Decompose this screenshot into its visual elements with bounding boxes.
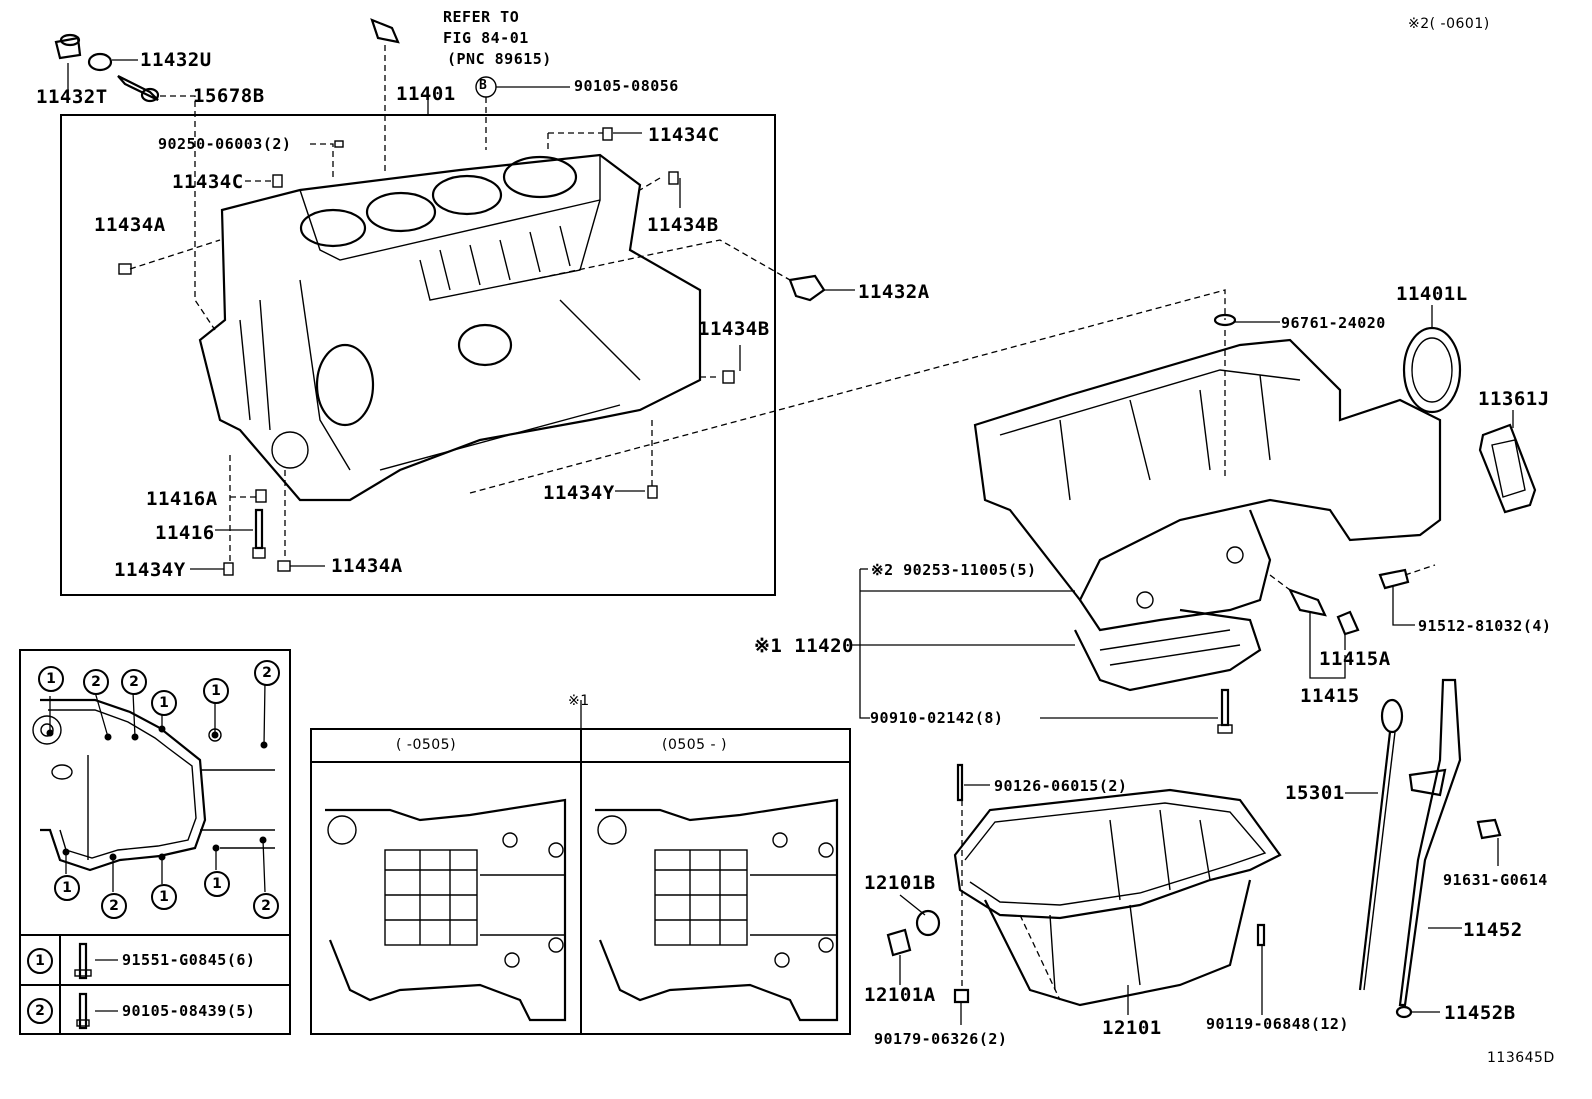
variant-left-drawing [325, 798, 567, 1022]
legend-key-2: 2 [27, 998, 53, 1024]
label-11361J[interactable]: 11361J [1478, 388, 1550, 410]
label-11434A-lower[interactable]: 11434A [331, 555, 403, 577]
label-11415A[interactable]: 11415A [1319, 648, 1391, 670]
label-11434Y-right[interactable]: 11434Y [543, 482, 615, 504]
legend-mark: 1 [203, 678, 229, 704]
label-11432U[interactable]: 11432U [140, 49, 212, 71]
legend-mark: 1 [151, 884, 177, 910]
label-15301[interactable]: 15301 [1285, 782, 1345, 804]
variant-left-range: ( -0505) [396, 737, 457, 753]
label-11432T[interactable]: 11432T [36, 86, 108, 108]
bolt-legend-panel-frame [19, 649, 291, 1035]
label-96761-24020[interactable]: 96761-24020 [1281, 314, 1386, 332]
note1-marker: ※1 [568, 693, 590, 709]
crankcase-drawing [973, 338, 1442, 692]
label-11416[interactable]: 11416 [155, 522, 215, 544]
legend-mark: 2 [83, 669, 109, 695]
o-ring [1213, 313, 1237, 327]
label-11415[interactable]: 11415 [1300, 685, 1360, 707]
label-11416A[interactable]: 11416A [146, 488, 218, 510]
label-11434A-upper[interactable]: 11434A [94, 214, 166, 236]
leader-lines-main [67, 45, 1226, 570]
legend-mark: 2 [121, 669, 147, 695]
cylinder-block-panel-frame [60, 114, 776, 596]
label-11401[interactable]: 11401 [396, 83, 456, 105]
label-11452[interactable]: 11452 [1463, 919, 1523, 941]
dipstick-drawing [1358, 678, 1502, 1019]
refer-line-3: (PNC 89615) [447, 50, 552, 68]
label-90250-06003[interactable]: 90250-06003(2) [158, 135, 292, 153]
label-11434B-upper[interactable]: 11434B [647, 214, 719, 236]
legend-mark: 2 [101, 893, 127, 919]
label-12101[interactable]: 12101 [1102, 1017, 1162, 1039]
label-90126-06015[interactable]: 90126-06015(2) [994, 777, 1128, 795]
label-90179-06326[interactable]: 90179-06326(2) [874, 1030, 1008, 1048]
label-12101A[interactable]: 12101A [864, 984, 936, 1006]
legend-callout-leaders [49, 681, 266, 893]
legend-bolt-dots [46, 725, 268, 861]
label-90910-02142[interactable]: 90910-02142(8) [870, 709, 1004, 727]
label-90253-11005[interactable]: ※2 90253-11005(5) [871, 561, 1037, 579]
legend-mark: 2 [253, 893, 279, 919]
legend-mark: 1 [38, 666, 64, 692]
leader-lines-right [850, 305, 1514, 719]
leader-lines-pan [899, 784, 1263, 1025]
leader-lines-dipstick [1345, 792, 1499, 1013]
label-11432A[interactable]: 11432A [858, 281, 930, 303]
flange-bolt-icon [78, 942, 88, 980]
variant-right-drawing [595, 798, 839, 1022]
variant-right-range: (0505 - ) [662, 737, 728, 753]
legend-mark: 1 [54, 875, 80, 901]
small-parts-top-left [54, 18, 826, 576]
retainer-gasket [1478, 423, 1537, 514]
note-top-right: ※2( -0601) [1408, 16, 1490, 32]
label-11434Y-left[interactable]: 11434Y [114, 559, 186, 581]
legend-panel-outline [32, 698, 275, 872]
legend-key-1: 1 [27, 948, 53, 974]
label-11420[interactable]: ※1 11420 [754, 635, 854, 657]
label-11434C-left[interactable]: 11434C [172, 171, 244, 193]
label-11401L[interactable]: 11401L [1396, 283, 1468, 305]
bolt-91512 [1378, 568, 1410, 590]
figure-id: 113645D [1487, 1050, 1555, 1066]
legend-mark: 1 [151, 690, 177, 716]
legend-mark: 2 [254, 660, 280, 686]
legend-part-90105-08439[interactable]: 90105-08439(5) [122, 1002, 256, 1020]
oil-pan-drawing [886, 763, 1282, 1007]
refer-line-1: REFER TO [443, 8, 520, 26]
legend-mark: 1 [204, 871, 230, 897]
label-12101B[interactable]: 12101B [864, 872, 936, 894]
label-91512-81032[interactable]: 91512-81032(4) [1418, 617, 1552, 635]
label-11452B[interactable]: 11452B [1444, 1002, 1516, 1024]
cylinder-block-drawing [198, 153, 702, 502]
label-11434C-top[interactable]: 11434C [648, 124, 720, 146]
legend-part-91551[interactable]: 91551-G0845(6) [122, 951, 256, 969]
label-11434B-lower[interactable]: 11434B [698, 318, 770, 340]
label-15678B[interactable]: 15678B [193, 85, 265, 107]
label-90105-08056[interactable]: 90105-08056 [574, 77, 679, 95]
refer-line-2: FIG 84-01 [443, 29, 529, 47]
bolt-90910 [1220, 688, 1230, 727]
label-91631-G0614[interactable]: 91631-G0614 [1443, 871, 1548, 889]
bolt-b-marker: B [479, 78, 488, 93]
label-90119-06848[interactable]: 90119-06848(12) [1206, 1015, 1349, 1033]
bolt-icon [78, 992, 88, 1030]
